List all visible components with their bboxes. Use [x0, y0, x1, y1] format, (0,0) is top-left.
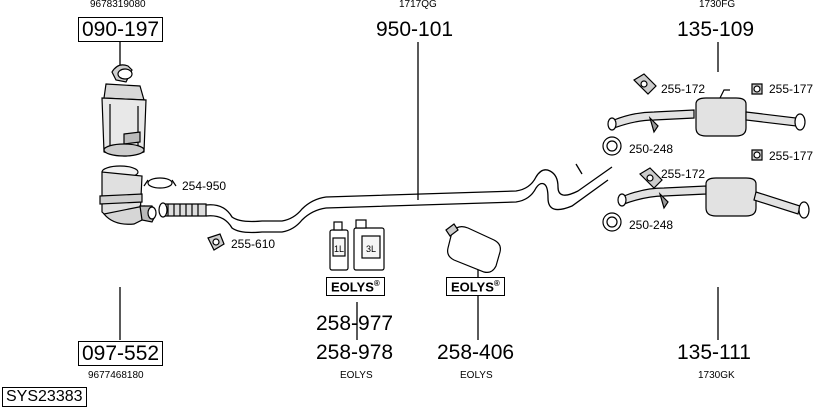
part-number-254-950[interactable]: 254-950 [182, 179, 227, 193]
eolys-pouch-icon [445, 223, 501, 273]
catalytic-converter-icon [101, 64, 147, 157]
top-mid-code: 1717QG [399, 0, 437, 10]
part-number-135-111[interactable]: 135-111 [677, 341, 751, 364]
bottom-left-code: 9677468180 [88, 370, 144, 381]
clamp-250-248-a-icon [602, 136, 622, 156]
eolys-reg-a: ® [373, 279, 380, 288]
part-number-258-978[interactable]: 258-978 [316, 341, 394, 364]
top-right-code: 1730FG [699, 0, 736, 10]
part-number-097-552[interactable]: 097-552 [78, 341, 164, 366]
top-left-code: 9678319080 [90, 0, 146, 10]
part-number-255-610[interactable]: 255-610 [231, 237, 276, 251]
part-number-090-197[interactable]: 090-197 [78, 17, 164, 42]
eolys-logo-a: EOLYS® [326, 277, 385, 297]
eolys-caption-b: EOLYS [460, 370, 493, 381]
clamp-255-177-a-icon [751, 83, 763, 95]
clamp-250-248-b-icon [602, 212, 622, 232]
part-number-258-977[interactable]: 258-977 [316, 312, 394, 335]
part-number-258-406[interactable]: 258-406 [437, 341, 515, 364]
part-number-255-172-a[interactable]: 255-172 [661, 82, 706, 96]
clamp-255-172-a-icon [633, 73, 657, 95]
rear-muffler-bottom-icon [617, 177, 810, 219]
part-number-250-248-a[interactable]: 250-248 [629, 142, 674, 156]
eolys-reg-b: ® [493, 279, 500, 288]
part-number-250-248-b[interactable]: 250-248 [629, 218, 674, 232]
clamp-255-172-b-icon [639, 167, 663, 189]
part-number-255-177-b[interactable]: 255-177 [769, 149, 814, 163]
eolys-logo-b: EOLYS® [446, 277, 505, 297]
part-number-255-172-b[interactable]: 255-172 [661, 167, 706, 181]
eolys-bottle-3l-icon [353, 219, 385, 271]
clamp-255-177-b-icon [751, 149, 763, 161]
eolys-caption-a: EOLYS [340, 370, 373, 381]
bottle-1l-label: 1L [334, 244, 345, 254]
clamp-255-610-icon [207, 233, 225, 251]
eolys-bottle-1l-icon [329, 221, 349, 271]
rear-muffler-top-icon [607, 89, 806, 137]
middle-pipe-icon [205, 163, 613, 234]
particle-filter-icon [99, 165, 157, 225]
bottle-3l-label: 3L [366, 244, 377, 254]
bottom-right-code: 1730GK [698, 370, 735, 381]
flexible-joint-icon [158, 202, 207, 218]
part-number-950-101[interactable]: 950-101 [376, 18, 454, 41]
clamp-254-950-icon [143, 177, 177, 189]
eolys-brand-b: EOLYS [451, 279, 494, 295]
part-number-135-109[interactable]: 135-109 [677, 18, 755, 41]
eolys-brand-a: EOLYS [331, 279, 374, 295]
part-number-255-177-a[interactable]: 255-177 [769, 82, 814, 96]
system-id-badge: SYS23383 [2, 387, 87, 407]
